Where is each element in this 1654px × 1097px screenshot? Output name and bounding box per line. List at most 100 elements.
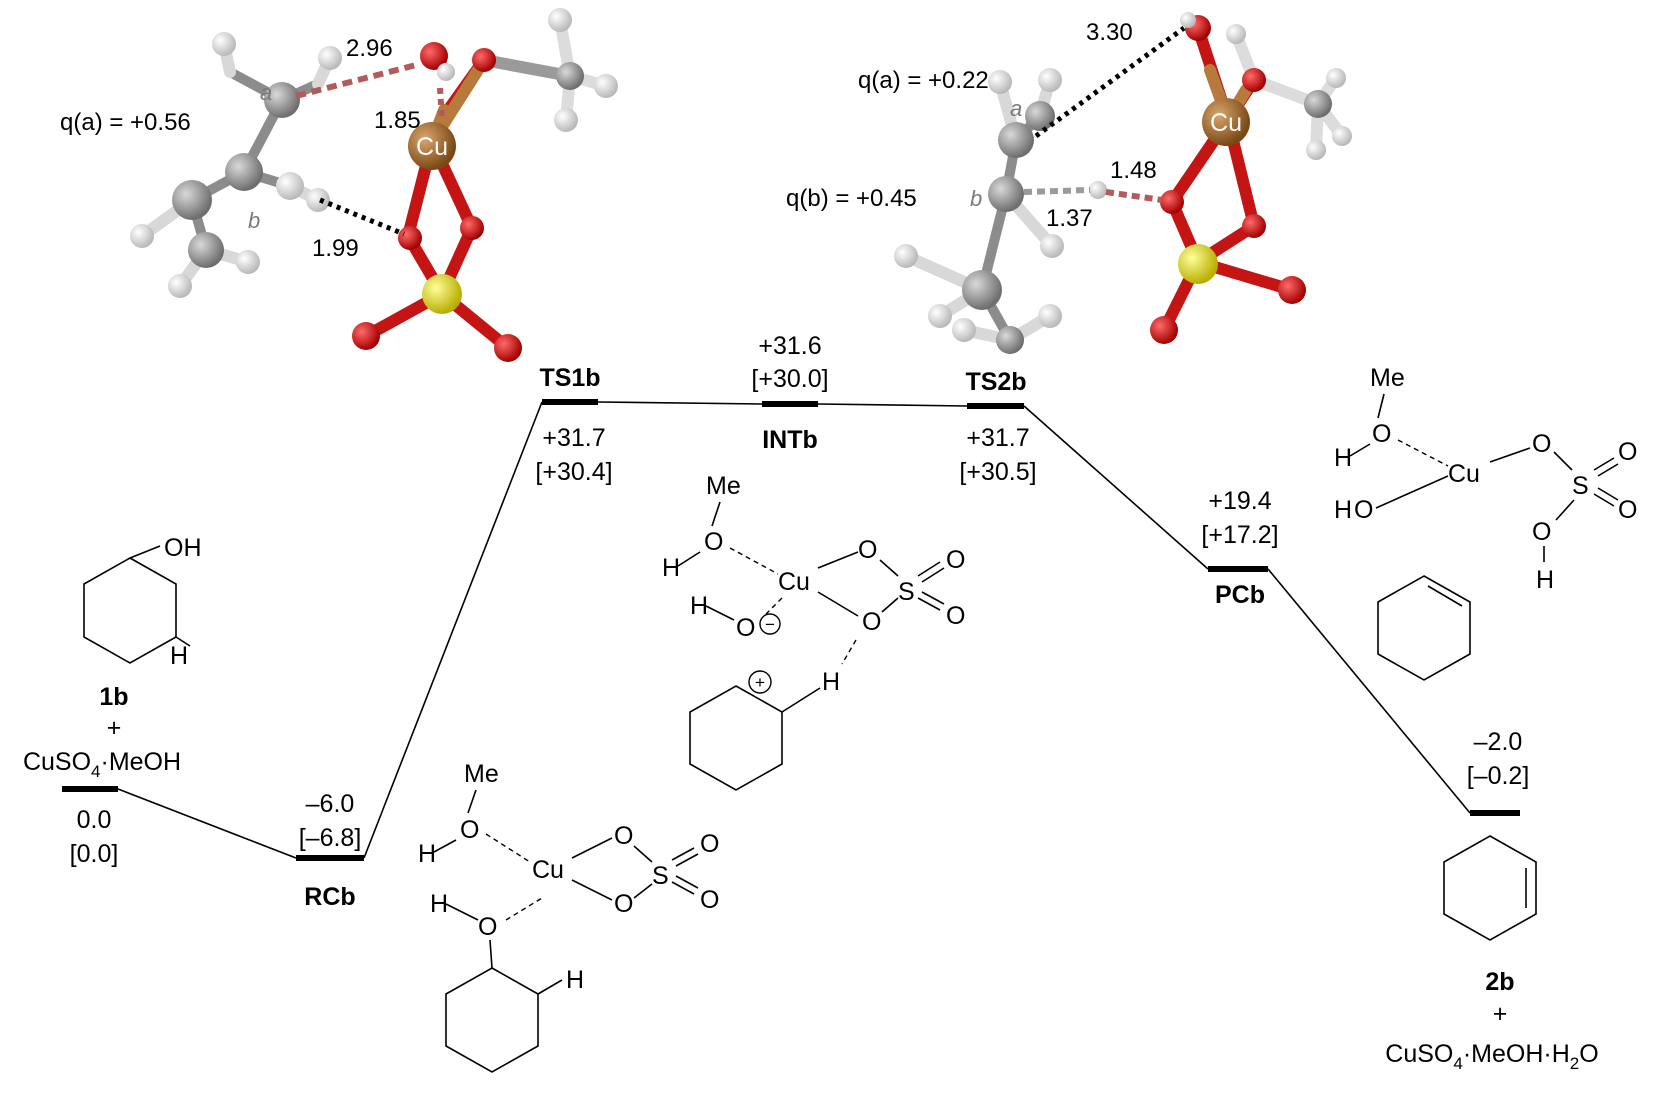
connector-pcb-2b bbox=[1267, 568, 1471, 814]
ts1-site-a: a bbox=[260, 80, 272, 105]
ts2-cu-label: Cu bbox=[1210, 109, 1242, 137]
label-2b-energy: –2.0 bbox=[1474, 728, 1523, 756]
atom-h: H bbox=[1334, 444, 1352, 472]
atom-h: H bbox=[418, 840, 436, 868]
level-labels: 1b + CuSO4·MeOH 0.0 [0.0] –6.0 [–6.8] RC… bbox=[23, 332, 1599, 1073]
atom-o: O bbox=[704, 528, 723, 556]
copper-atom bbox=[1202, 98, 1250, 146]
label-intb-name: INTb bbox=[762, 426, 818, 454]
ts1-cu-label: Cu bbox=[416, 133, 448, 161]
cyclohexane-ring bbox=[83, 557, 177, 664]
ts1-d2: 1.85 bbox=[374, 107, 421, 134]
cyclohexane-ring bbox=[445, 967, 539, 1073]
atom-me: Me bbox=[464, 760, 499, 788]
sulfur-atom bbox=[1178, 244, 1218, 284]
charge-plus: + bbox=[755, 673, 765, 692]
label-1b-plus: + bbox=[107, 714, 122, 742]
charge-minus-circle bbox=[759, 613, 781, 635]
label-1b-reagent: CuSO4·MeOH bbox=[23, 748, 181, 781]
label-1b-name: 1b bbox=[99, 683, 128, 711]
atom-o: O bbox=[614, 822, 633, 850]
atom-h: H bbox=[822, 668, 840, 696]
label-pcb-energy-alt: [+17.2] bbox=[1201, 521, 1278, 549]
label-rcb-energy: –6.0 bbox=[306, 790, 355, 818]
label-2b-energy-alt: [–0.2] bbox=[1467, 762, 1530, 790]
ts1-q-label: q(a) = +0.56 bbox=[60, 109, 191, 136]
ts2-3d-model: Cu q(a) = +0.22 q(b) = +0.45 a b 3.30 1.… bbox=[786, 12, 1352, 354]
structure-pcb: Me O H Cu O S O O O H H O bbox=[1334, 364, 1637, 681]
ts2-d2: 1.48 bbox=[1110, 157, 1157, 184]
ts1-d3: 1.99 bbox=[312, 235, 359, 262]
energy-levels bbox=[62, 399, 1520, 861]
label-rcb-energy-alt: [–6.8] bbox=[299, 824, 362, 852]
ts2-d3: 1.37 bbox=[1046, 205, 1093, 232]
structure-intb: Me O H Cu O O S O O H O − H + bbox=[662, 472, 965, 791]
atom-oh: OH bbox=[164, 534, 202, 562]
label-1b-energy-alt: [0.0] bbox=[70, 840, 119, 868]
connector-rcb-ts1b bbox=[363, 401, 543, 859]
atom-h: H bbox=[566, 966, 584, 994]
label-2b-plus: + bbox=[1493, 1000, 1508, 1028]
atom-s: S bbox=[1572, 472, 1589, 500]
label-2b-product: CuSO4·MeOH·H2O bbox=[1385, 1040, 1598, 1073]
atom-o: O bbox=[460, 816, 479, 844]
label-pcb-energy: +19.4 bbox=[1208, 487, 1271, 515]
label-ts2b-energy-alt: [+30.5] bbox=[959, 458, 1036, 486]
atom-o: O bbox=[1532, 518, 1551, 546]
atom-o: O bbox=[858, 536, 877, 564]
atom-o: O bbox=[1372, 420, 1391, 448]
atom-h: H bbox=[430, 890, 448, 918]
profile-connectors bbox=[117, 401, 1471, 859]
connector-1b-rcb bbox=[117, 788, 297, 859]
label-pcb-name: PCb bbox=[1215, 581, 1265, 609]
atom-o: O bbox=[478, 913, 497, 941]
label-ts1b-energy-alt: [+30.4] bbox=[535, 458, 612, 486]
atom-o: O bbox=[1532, 430, 1551, 458]
atom-h: H bbox=[690, 592, 708, 620]
structure-2b bbox=[1443, 835, 1537, 941]
label-ts1b-name: TS1b bbox=[539, 364, 600, 392]
atom-o: O bbox=[1354, 496, 1373, 524]
ts2-d1: 3.30 bbox=[1086, 19, 1133, 46]
atom-h: H bbox=[1536, 566, 1554, 594]
atom-h: H bbox=[170, 642, 188, 670]
sulfur-atom bbox=[422, 274, 462, 314]
bond-c-oh bbox=[129, 545, 161, 559]
atom-o: O bbox=[700, 830, 719, 858]
cyclohexene-ring bbox=[1443, 835, 1537, 941]
atom-o: O bbox=[614, 890, 633, 918]
structure-1b: OH H bbox=[83, 534, 202, 670]
atom-h: H bbox=[662, 554, 680, 582]
atom-cu: Cu bbox=[778, 568, 810, 596]
atom-o: O bbox=[946, 602, 965, 630]
atom-o: O bbox=[736, 614, 755, 642]
ts2-q-b-label: q(b) = +0.45 bbox=[786, 185, 917, 212]
atom-o: O bbox=[946, 546, 965, 574]
label-ts2b-name: TS2b bbox=[965, 368, 1026, 396]
label-ts2b-energy: +31.7 bbox=[966, 424, 1029, 452]
atom-h: H bbox=[1334, 496, 1352, 524]
ts2-q-a-label: q(a) = +0.22 bbox=[858, 67, 989, 94]
atom-s: S bbox=[652, 862, 669, 890]
label-1b-energy: 0.0 bbox=[77, 806, 112, 834]
charge-plus-circle bbox=[748, 670, 772, 694]
atom-s: S bbox=[898, 578, 915, 606]
label-intb-energy-alt: [+30.0] bbox=[751, 365, 828, 393]
ts1-3d-model: Cu q(a) = +0.56 a b 2.96 1.85 1.99 bbox=[60, 8, 618, 362]
atom-me: Me bbox=[1370, 364, 1405, 392]
atom-me: Me bbox=[706, 472, 741, 500]
atom-o: O bbox=[700, 886, 719, 914]
atom-cu: Cu bbox=[1448, 460, 1480, 488]
ts2-site-a: a bbox=[1010, 96, 1022, 121]
atom-o: O bbox=[1618, 496, 1637, 524]
label-rcb-name: RCb bbox=[304, 883, 355, 911]
bond-c-h bbox=[175, 636, 191, 647]
label-ts1b-energy: +31.7 bbox=[542, 424, 605, 452]
copper-atom bbox=[408, 122, 456, 170]
cyclohexane-ring bbox=[689, 685, 783, 791]
structure-rcb: Me O H Cu O O S O O H O H bbox=[418, 760, 719, 1073]
atom-o: O bbox=[862, 608, 881, 636]
atom-cu: Cu bbox=[532, 856, 564, 884]
